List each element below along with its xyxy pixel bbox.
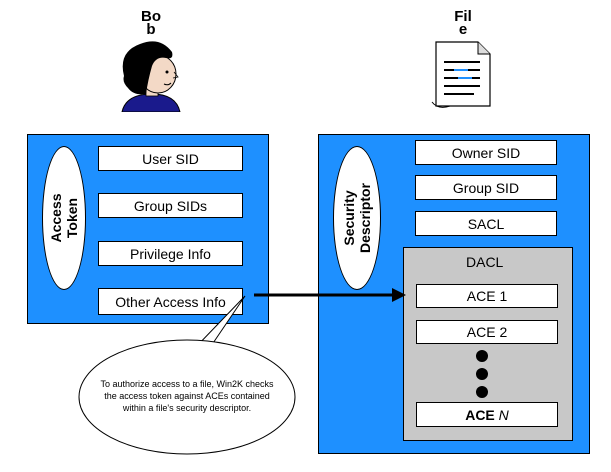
ellipsis-dot (476, 368, 488, 380)
arrow-right-icon (254, 288, 406, 302)
ace-n-prefix: ACE (465, 406, 499, 423)
document-icon (431, 41, 491, 108)
security-descriptor-label: Security Descriptor (341, 182, 373, 254)
user-name-label: Bo b (141, 8, 161, 38)
file-name-label: Fil e (454, 8, 472, 38)
ace-n-variable: N (498, 406, 509, 423)
callout-bubble (78, 295, 296, 455)
ace-2-field: ACE 2 (416, 320, 558, 344)
ace-n-field: ACE N (416, 402, 558, 427)
other-access-info-field: Other Access Info (98, 288, 243, 315)
callout-text: To authorize access to a file, Win2K che… (100, 379, 274, 413)
ellipsis-dot (476, 350, 488, 362)
user-sid-field: User SID (98, 146, 243, 171)
access-token-oval: Access Token (42, 146, 86, 290)
owner-sid-field: Owner SID (415, 140, 557, 165)
ellipsis-dot (476, 386, 488, 398)
security-descriptor-oval: Security Descriptor (333, 146, 381, 290)
ace-1-field: ACE 1 (416, 284, 558, 308)
dacl-title: DACL (466, 254, 504, 270)
user-head-icon (121, 41, 181, 112)
privilege-info-field: Privilege Info (98, 241, 243, 266)
group-sid-field: Group SID (415, 175, 557, 200)
access-token-label: Access Token (48, 193, 80, 243)
group-sids-field: Group SIDs (98, 193, 243, 218)
sacl-field: SACL (415, 211, 557, 236)
